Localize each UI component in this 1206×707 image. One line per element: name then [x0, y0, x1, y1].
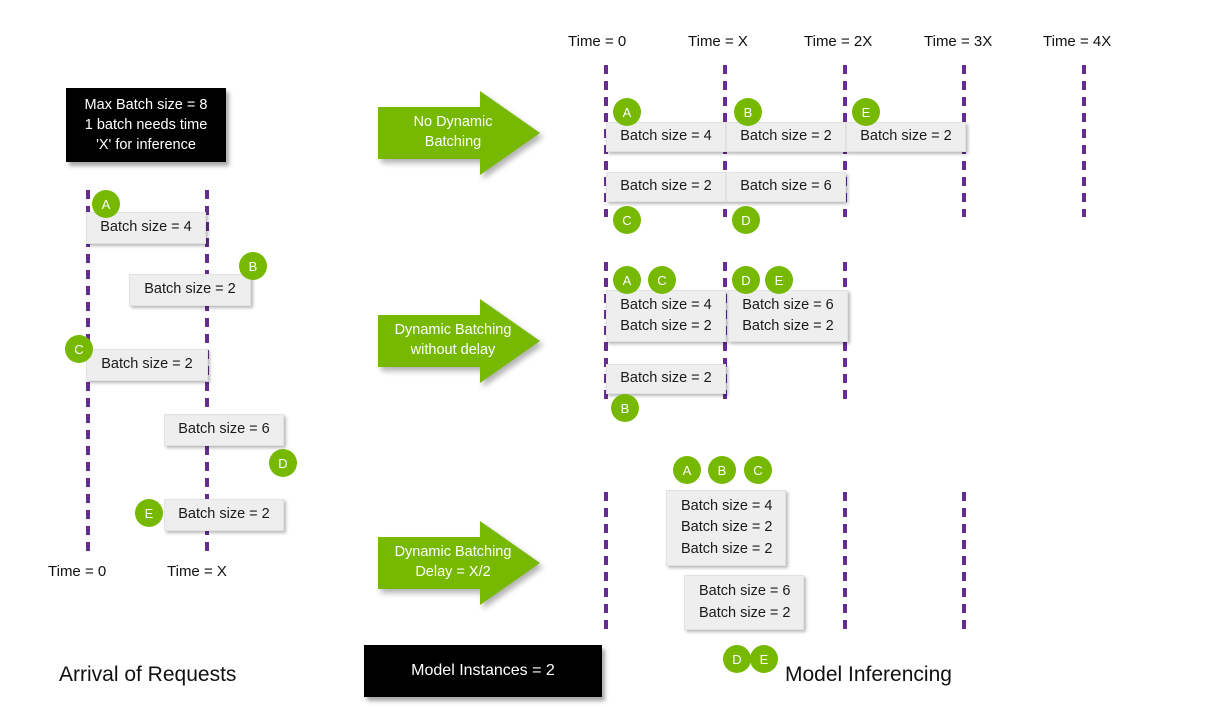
max-batch-note-line2: 1 batch needs time [84, 116, 208, 133]
request-badge-a: A [92, 190, 120, 218]
batch-box: Batch size = 2 [726, 122, 846, 152]
max-batch-note: Max Batch size = 8 1 batch needs time 'X… [66, 88, 226, 162]
request-badge-c: C [613, 206, 641, 234]
request-badge-e: E [135, 499, 163, 527]
model-instances-note-text: Model Instances = 2 [411, 661, 555, 679]
batch-box-line: Batch size = 4 [620, 128, 712, 145]
batch-box: Batch size = 4 Batch size = 2 [606, 290, 726, 342]
batch-box-line: Batch size = 2 [101, 356, 193, 373]
request-badge-c: C [648, 266, 676, 294]
request-badge-c: C [65, 335, 93, 363]
inference-timeline-rule [962, 492, 966, 632]
batch-box-line: Batch size = 2 [860, 128, 952, 145]
request-badge-b: B [611, 394, 639, 422]
request-badge-d: D [723, 645, 751, 673]
model-instances-note: Model Instances = 2 [364, 645, 602, 697]
batch-box: Batch size = 2 [86, 349, 208, 381]
batch-box: Batch size = 6 [164, 414, 284, 446]
batch-box-line: Batch size = 2 [620, 370, 712, 387]
batch-box: Batch size = 4 Batch size = 2 Batch size =… [666, 490, 786, 566]
request-badge-d: D [732, 206, 760, 234]
batch-box-line: Batch size = 2 [681, 540, 773, 557]
inference-time-axis-label: Time = 0 [568, 33, 627, 50]
batch-box-line: Batch size = 2 [620, 318, 712, 334]
batch-box-line: Batch size = 6 [699, 583, 791, 600]
request-badge-d: D [269, 449, 297, 477]
left-section-title: Arrival of Requests [59, 663, 237, 686]
request-badge-e: E [750, 645, 778, 673]
batch-box: Batch size = 2 [129, 274, 251, 306]
arrow-dynamic-batching-no-delay: Dynamic Batching without delay [378, 299, 540, 383]
inference-timeline-rule [843, 492, 847, 632]
right-section-title: Model Inferencing [785, 663, 952, 686]
request-badge-a: A [613, 98, 641, 126]
arrow-no-dynamic-batching: No Dynamic Batching [378, 91, 540, 175]
batch-box: Batch size = 6 [726, 172, 846, 202]
batch-box: Batch size = 6 Batch size = 2 [684, 575, 804, 630]
inference-time-axis-label: Time = X [688, 33, 748, 50]
batch-box-line: Batch size = 4 [681, 498, 773, 515]
batch-box-line: Batch size = 4 [100, 219, 192, 236]
inference-time-axis-label: Time = 4X [1043, 33, 1112, 50]
batch-box-line: Batch size = 2 [178, 506, 270, 523]
request-badge-c: C [744, 456, 772, 484]
inference-timeline-rule [604, 492, 608, 632]
batch-box-line: Batch size = 4 [620, 296, 712, 313]
batch-box: Batch size = 2 [606, 364, 726, 394]
inference-time-axis-label: Time = 2X [804, 33, 873, 50]
max-batch-note-line3: 'X' for inference [96, 137, 196, 154]
batch-box: Batch size = 2 [164, 499, 284, 531]
max-batch-note-line1: Max Batch size = 8 [84, 96, 208, 113]
batch-box-line: Batch size = 2 [144, 281, 236, 298]
request-badge-a: A [613, 266, 641, 294]
request-badge-b: B [239, 252, 267, 280]
request-badge-e: E [852, 98, 880, 126]
inference-time-axis-label: Time = 3X [924, 33, 993, 50]
batch-box-line: Batch size = 2 [681, 519, 773, 536]
batch-box: Batch size = 2 [606, 172, 726, 202]
arrow-dynamic-batching-delay: Dynamic Batching Delay = X/2 [378, 521, 540, 605]
batch-box: Batch size = 4 [606, 122, 726, 152]
inference-timeline-rule [1082, 65, 1086, 217]
batch-box-line: Batch size = 6 [742, 296, 834, 313]
request-badge-d: D [732, 266, 760, 294]
batch-box-line: Batch size = 6 [178, 421, 270, 438]
request-badge-b: B [708, 456, 736, 484]
batch-box-line: Batch size = 2 [620, 178, 712, 195]
batch-box: Batch size = 2 [846, 122, 966, 152]
request-badge-a: A [673, 456, 701, 484]
arrival-time-axis-label: Time = X [167, 563, 227, 580]
request-badge-e: E [765, 266, 793, 294]
batch-box-line: Batch size = 6 [740, 178, 832, 195]
batch-box: Batch size = 6 Batch size = 2 [728, 290, 848, 342]
arrival-time-axis-label: Time = 0 [48, 563, 107, 580]
request-badge-b: B [734, 98, 762, 126]
batch-box-line: Batch size = 2 [699, 604, 791, 621]
batch-box-line: Batch size = 2 [742, 318, 834, 334]
batch-box-line: Batch size = 2 [740, 128, 832, 145]
